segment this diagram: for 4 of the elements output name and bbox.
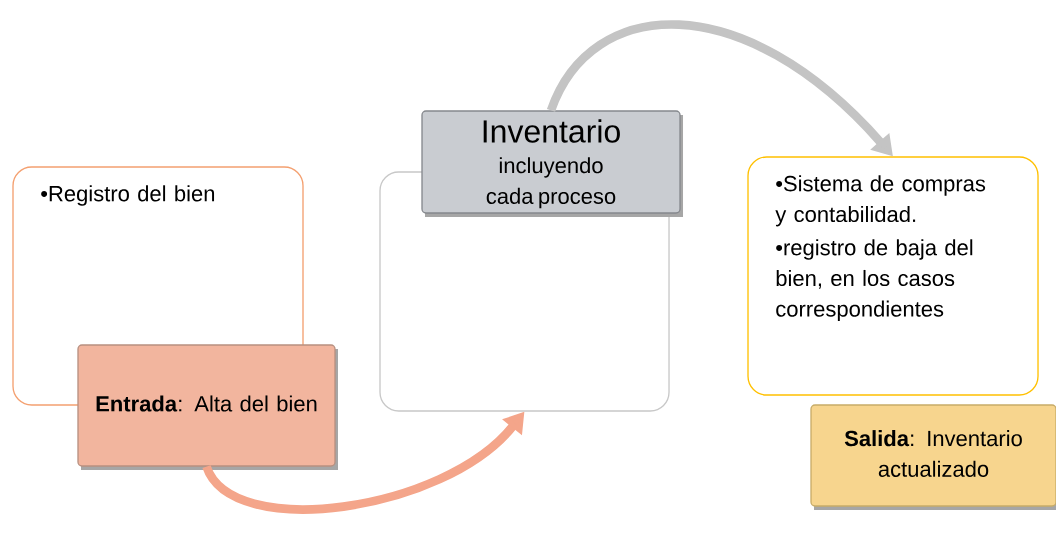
label-box: Salida: Inventario actualizado: [810, 404, 1056, 510]
card: •Sistema de compras y contabilidad. •registro de baja del bien, en los casos correspondientes: [747, 156, 1039, 396]
label-box: Entrada: Alta del bien: [77, 344, 338, 470]
header-box: Inventario incluyendo cada proceso: [421, 110, 683, 217]
